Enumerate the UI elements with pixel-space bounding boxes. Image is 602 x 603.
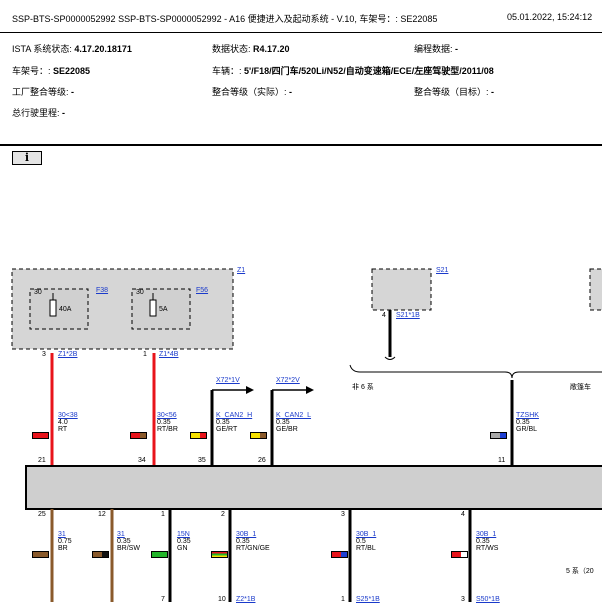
color-swatch-rt-bl [331, 551, 348, 558]
fuse-5a-label: 5A [159, 306, 168, 313]
color-swatch-br [32, 551, 49, 558]
z2-1b-link[interactable]: Z2*1B [236, 596, 256, 603]
pin-21: 21 [38, 457, 46, 464]
f38-fuse-box [29, 288, 89, 330]
f56-link[interactable]: F56 [196, 287, 209, 294]
wire-label-31-b: 31 0.35 BR/SW [117, 531, 140, 552]
foot-pin-10: 10 [218, 596, 226, 603]
s21-1b-link[interactable]: S21*1B [396, 312, 420, 319]
wire-label-30-56: 30<56 0.35 RT/BR [157, 412, 178, 433]
pin-4-bottom: 4 [461, 511, 465, 518]
color-swatch-br-sw [92, 551, 109, 558]
target-integration-level: 整合等级（目标）: - [414, 87, 495, 97]
wire-label-30-38: 30<38 4.0 RT [58, 412, 78, 433]
series-5-label: 5 系（20 [566, 568, 594, 575]
fuse-40a-label: 40A [59, 306, 72, 313]
f38-pin: 30 [34, 289, 42, 296]
color-swatch-ge-rt [190, 432, 207, 439]
section-divider [0, 144, 602, 146]
wire-label-31-a: 31 0.75 BR [58, 531, 72, 552]
vin: 车架号：: SE22085 [12, 66, 91, 76]
pin-26: 26 [258, 457, 266, 464]
pin-12: 12 [98, 511, 106, 518]
x72-1v-link[interactable]: X72*1V [216, 377, 240, 384]
right-box [589, 268, 602, 311]
variant-brace [349, 364, 602, 379]
pin-2-bottom: 2 [221, 511, 225, 518]
wire-label-15n: 15N 0.35 GN [177, 531, 191, 552]
wire-label-30b1-c: 30B_1 0.35 RT/WS [476, 531, 499, 552]
f38-link[interactable]: F38 [96, 287, 109, 294]
actual-integration-level: 整合等级（实际）: - [212, 87, 293, 97]
f56-pin: 30 [136, 289, 144, 296]
color-swatch-gn [151, 551, 168, 558]
wire-label-tzshk: TZSHK 0.35 GR/BL [516, 412, 539, 433]
z1-link[interactable]: Z1 [237, 267, 246, 274]
header-divider [0, 32, 602, 33]
pin-1-bottom: 1 [161, 511, 165, 518]
pin-3-bottom: 3 [341, 511, 345, 518]
color-swatch-rt-ws [451, 551, 468, 558]
programming-data: 编程数据: - [414, 44, 459, 54]
color-swatch-rt [32, 432, 49, 439]
color-swatch-rt-br [130, 432, 147, 439]
info-icon[interactable]: i [12, 151, 42, 165]
s50-1b-link[interactable]: S50*1B [476, 596, 500, 603]
document-title: SSP-BTS-SP0000052992 SSP-BTS-SP000005299… [12, 14, 438, 24]
z1-4b-link[interactable]: Z1*4B [159, 351, 179, 358]
pin-35: 35 [198, 457, 206, 464]
f56-fuse-box [131, 288, 191, 330]
foot-pin-1: 1 [341, 596, 345, 603]
factory-integration-level: 工厂整合等级: - [12, 87, 75, 97]
non-6-series-label: 非 6 系 [352, 384, 374, 391]
wire-label-k-can2-h: K_CAN2_H 0.35 GE/RT [216, 412, 253, 433]
fuse-5a-symbol [149, 299, 157, 317]
s21-link[interactable]: S21 [436, 267, 449, 274]
pin-4: 4 [382, 312, 386, 319]
wire-label-30b1-b: 30B_1 0.5 RT/BL [356, 531, 377, 552]
data-status: 数据状态: R4.17.20 [212, 44, 290, 54]
fuse-40a-symbol [49, 299, 57, 317]
pin-3: 3 [42, 351, 46, 358]
wire-label-k-can2-l: K_CAN2_L 0.35 GE/BR [276, 412, 312, 433]
total-mileage: 总行驶里程: - [12, 108, 66, 118]
color-swatch-gr-bl [490, 432, 507, 439]
ista-status: ISTA 系统状态: 4.17.20.18171 [12, 44, 132, 54]
ecu-body [25, 465, 602, 510]
vehicle: 车辆：: 5'/F18/四门车/520Li/N52/自动变速箱/ECE/左座驾驶… [212, 66, 494, 76]
document-datetime: 05.01.2022, 15:24:12 [507, 12, 593, 22]
wire-label-30b1-a: 30B_1 0.35 RT/GN/GE [236, 531, 270, 552]
x72-2v-link[interactable]: X72*2V [276, 377, 300, 384]
color-swatch-ge-br [250, 432, 267, 439]
pin-34: 34 [138, 457, 146, 464]
pin-1: 1 [143, 351, 147, 358]
z1-2b-link[interactable]: Z1*2B [58, 351, 78, 358]
pin-11: 11 [498, 457, 506, 464]
foot-pin-3: 3 [461, 596, 465, 603]
s25-1b-link[interactable]: S25*1B [356, 596, 380, 603]
color-swatch-rt-gn-ge [211, 551, 228, 558]
foot-pin-7: 7 [161, 596, 165, 603]
convertible-label: 敞篷车 [570, 384, 591, 391]
pin-25: 25 [38, 511, 46, 518]
s21-box [371, 268, 432, 311]
